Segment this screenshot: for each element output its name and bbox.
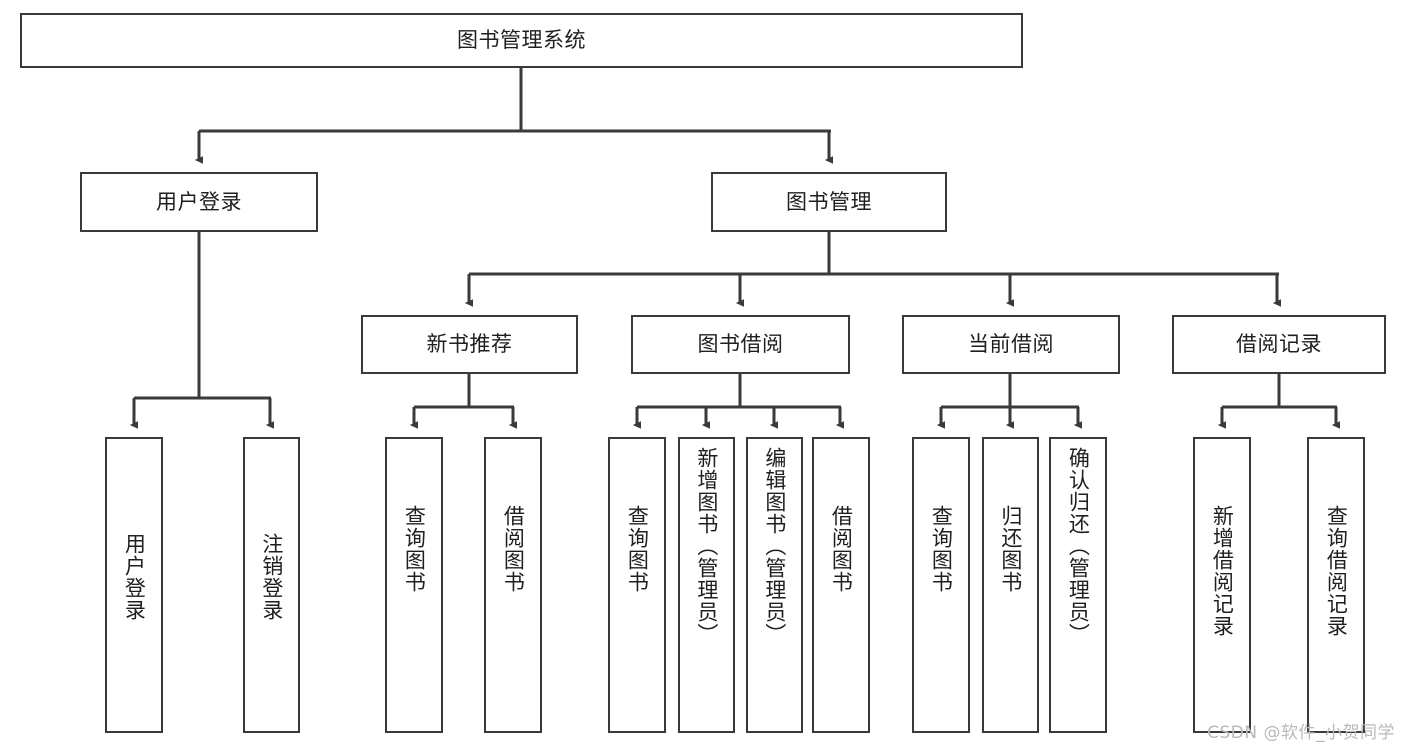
leaf-logout-label: 注销登录 xyxy=(259,533,284,621)
leaf-add-book-admin[interactable]: 新增图书（管理员） xyxy=(678,437,735,733)
leaf-query-book-current[interactable]: 查询图书 xyxy=(912,437,970,733)
node-current-borrow-label: 当前借阅 xyxy=(968,332,1054,357)
node-root-label: 图书管理系统 xyxy=(457,28,586,53)
leaf-confirm-return-admin-label: 确认归还（管理员） xyxy=(1066,447,1091,645)
leaf-logout[interactable]: 注销登录 xyxy=(243,437,300,733)
leaf-query-book-borrow[interactable]: 查询图书 xyxy=(608,437,666,733)
leaf-query-book-current-label: 查询图书 xyxy=(929,505,954,593)
node-current-borrow[interactable]: 当前借阅 xyxy=(902,315,1120,374)
leaf-user-login[interactable]: 用户登录 xyxy=(105,437,163,733)
leaf-borrow-book[interactable]: 借阅图书 xyxy=(812,437,870,733)
watermark-text: CSDN @软件_小贺同学 xyxy=(1207,723,1395,743)
node-new-book-recommend-label: 新书推荐 xyxy=(426,332,513,357)
leaf-return-book[interactable]: 归还图书 xyxy=(982,437,1039,733)
node-book-borrow-label: 图书借阅 xyxy=(697,332,784,357)
node-user-login-label: 用户登录 xyxy=(156,189,242,214)
leaf-confirm-return-admin[interactable]: 确认归还（管理员） xyxy=(1049,437,1107,733)
node-book-management-label: 图书管理 xyxy=(786,189,872,214)
node-borrow-record[interactable]: 借阅记录 xyxy=(1172,315,1386,374)
leaf-edit-book-admin[interactable]: 编辑图书（管理员） xyxy=(746,437,803,733)
leaf-query-borrow-record[interactable]: 查询借阅记录 xyxy=(1307,437,1365,733)
node-book-management[interactable]: 图书管理 xyxy=(711,172,947,232)
leaf-borrow-book-label: 借阅图书 xyxy=(829,505,854,593)
leaf-add-borrow-record-label: 新增借阅记录 xyxy=(1210,505,1235,637)
leaf-add-book-admin-label: 新增图书（管理员） xyxy=(694,447,719,645)
leaf-borrow-book-recommend[interactable]: 借阅图书 xyxy=(484,437,542,733)
node-root[interactable]: 图书管理系统 xyxy=(20,13,1023,68)
leaf-borrow-book-recommend-label: 借阅图书 xyxy=(501,505,526,593)
node-user-login[interactable]: 用户登录 xyxy=(80,172,318,232)
node-book-borrow[interactable]: 图书借阅 xyxy=(631,315,850,374)
leaf-query-book-borrow-label: 查询图书 xyxy=(625,505,650,593)
node-borrow-record-label: 借阅记录 xyxy=(1236,332,1322,357)
leaf-user-login-label: 用户登录 xyxy=(122,533,147,621)
leaf-query-book-recommend[interactable]: 查询图书 xyxy=(385,437,443,733)
leaf-query-book-recommend-label: 查询图书 xyxy=(402,505,427,593)
leaf-edit-book-admin-label: 编辑图书（管理员） xyxy=(762,447,787,645)
leaf-query-borrow-record-label: 查询借阅记录 xyxy=(1324,505,1349,637)
node-new-book-recommend[interactable]: 新书推荐 xyxy=(361,315,578,374)
leaf-add-borrow-record[interactable]: 新增借阅记录 xyxy=(1193,437,1251,733)
leaf-return-book-label: 归还图书 xyxy=(998,505,1023,593)
